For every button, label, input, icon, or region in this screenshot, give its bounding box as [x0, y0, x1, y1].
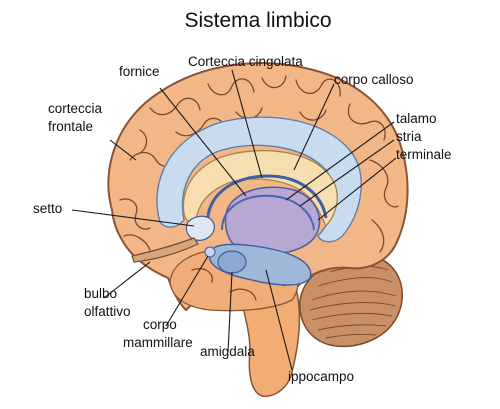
label-talamo: talamo: [396, 111, 437, 126]
label-corteccia-frontale-line1: corteccia: [48, 101, 103, 116]
fornix-arc: [206, 174, 328, 229]
label-corpo-mammillare-line1: corpo: [143, 317, 177, 332]
label-ippocampo: ippocampo: [288, 369, 354, 384]
stria-terminalis-arc: [221, 194, 315, 231]
label-corteccia-frontale-line2: frontale: [48, 119, 93, 134]
mammillary-body: [204, 246, 216, 258]
label-corteccia-cingolata: Corteccia cingolata: [188, 54, 303, 69]
label-amigdala: amigdala: [200, 344, 255, 359]
leader-lines: [71, 69, 397, 371]
label-bulbo-line1: bulbo: [84, 286, 117, 301]
cerebellum-folia: [309, 265, 397, 339]
label-bulbo-line2: olfattivo: [84, 304, 131, 319]
label-corpo-calloso: corpo calloso: [334, 72, 414, 87]
olfactory-bulb-tract: [131, 237, 199, 263]
label-corpo-mammillare-line2: mammillare: [123, 335, 193, 350]
septal-region: [185, 215, 215, 241]
label-fornice: fornice: [119, 64, 160, 79]
label-stria-line2: terminale: [396, 147, 452, 162]
corpus-callosum: [182, 150, 338, 228]
structure-labels: Corteccia cingolata fornice corpo callos…: [33, 54, 452, 384]
label-setto: setto: [33, 201, 62, 216]
diagram-title: Sistema limbico: [184, 9, 331, 32]
amygdala-structure: [217, 250, 247, 274]
label-stria-line1: stria: [396, 129, 422, 144]
